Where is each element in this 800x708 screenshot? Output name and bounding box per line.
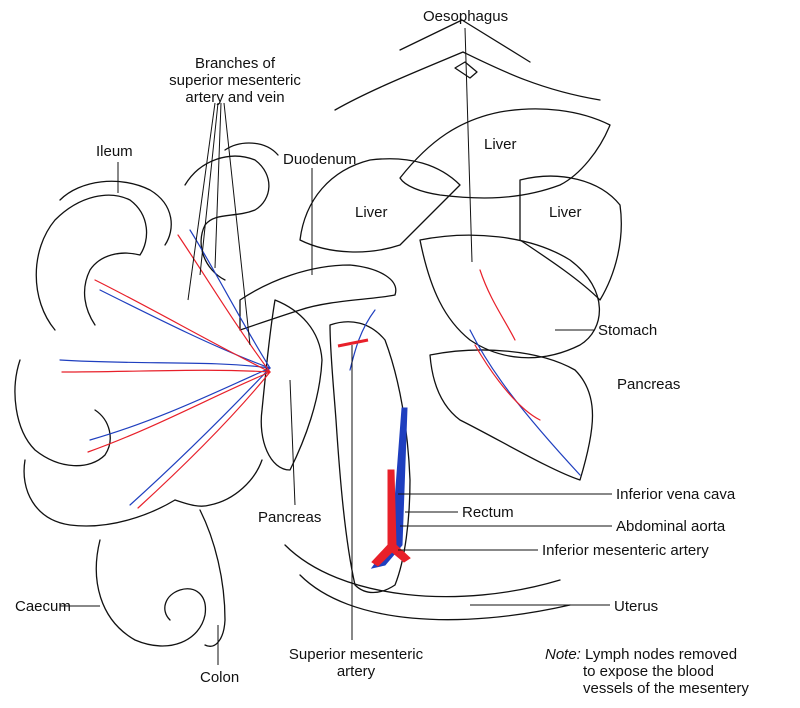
liver-top-lobe: [399, 108, 611, 199]
label-uterus: Uterus: [614, 598, 659, 615]
label-liver-right: Liver: [549, 204, 582, 221]
abdominal-aorta-vessel: [371, 469, 411, 567]
pancreas-center: [260, 299, 323, 471]
ileum-loop-3: [14, 359, 111, 467]
label-branches-line3: artery and vein: [185, 89, 285, 106]
label-stomach: Stomach: [598, 322, 658, 339]
label-duodenum: Duodenum: [283, 151, 357, 168]
label-inferior-mesenteric-artery: Inferior mesenteric artery: [542, 542, 709, 559]
note-line3: vessels of the mesentery: [583, 680, 749, 697]
label-abdominal-aorta: Abdominal aorta: [616, 518, 726, 535]
note-line1: Lymph nodes removed: [585, 646, 738, 663]
label-ileum: Ileum: [96, 143, 133, 160]
pancreas-right: [429, 349, 594, 481]
oesophagus-tube: [454, 61, 478, 79]
ileum-loop-5: [184, 155, 270, 281]
label-liver-top: Liver: [484, 136, 517, 153]
label-branches: Branches of superior mesenteric artery a…: [150, 55, 320, 106]
ileum-loop-4: [23, 459, 176, 527]
uterus-arc-2: [299, 574, 571, 621]
ileum-loop-1: [35, 194, 148, 331]
liver-left-lobe: [299, 158, 461, 253]
label-branches-line1: Branches of: [194, 55, 276, 72]
superior-mesenteric-artery-stub: [337, 338, 369, 348]
label-liver-left: Liver: [355, 204, 388, 221]
uterus-arc-1: [284, 544, 561, 598]
note-line1-row: Note: Lymph nodes removed: [545, 646, 749, 663]
note-line2: to expose the blood: [583, 663, 714, 680]
label-oesophagus: Oesophagus: [423, 8, 509, 25]
diaphragm-inner: [399, 19, 531, 63]
colon-join: [174, 459, 263, 507]
label-branches-line2: superior mesenteric: [169, 72, 301, 89]
rectum-column: [329, 321, 411, 594]
ileum-loop-6: [224, 142, 279, 156]
note-block: Note: Lymph nodes removed to expose the …: [545, 646, 749, 697]
caecum: [95, 539, 207, 647]
label-inferior-vena-cava: Inferior vena cava: [616, 486, 736, 503]
label-pancreas-center: Pancreas: [258, 509, 322, 526]
stomach-outline: [419, 234, 600, 359]
label-superior-mesenteric-artery: Superior mesenteric artery: [286, 646, 426, 680]
label-sma-line2: artery: [336, 663, 376, 680]
liver-right-lobe: [519, 175, 622, 301]
label-sma-line1: Superior mesenteric: [288, 646, 424, 663]
duodenum: [239, 264, 397, 331]
label-colon: Colon: [200, 669, 240, 686]
diaphragm-outline: [334, 51, 601, 111]
note-heading: Note:: [545, 646, 581, 663]
label-rectum: Rectum: [462, 504, 514, 521]
ileum-loop-2: [59, 180, 172, 246]
colon: [199, 509, 226, 647]
label-caecum: Caecum: [15, 598, 71, 615]
label-pancreas-right: Pancreas: [617, 376, 681, 393]
